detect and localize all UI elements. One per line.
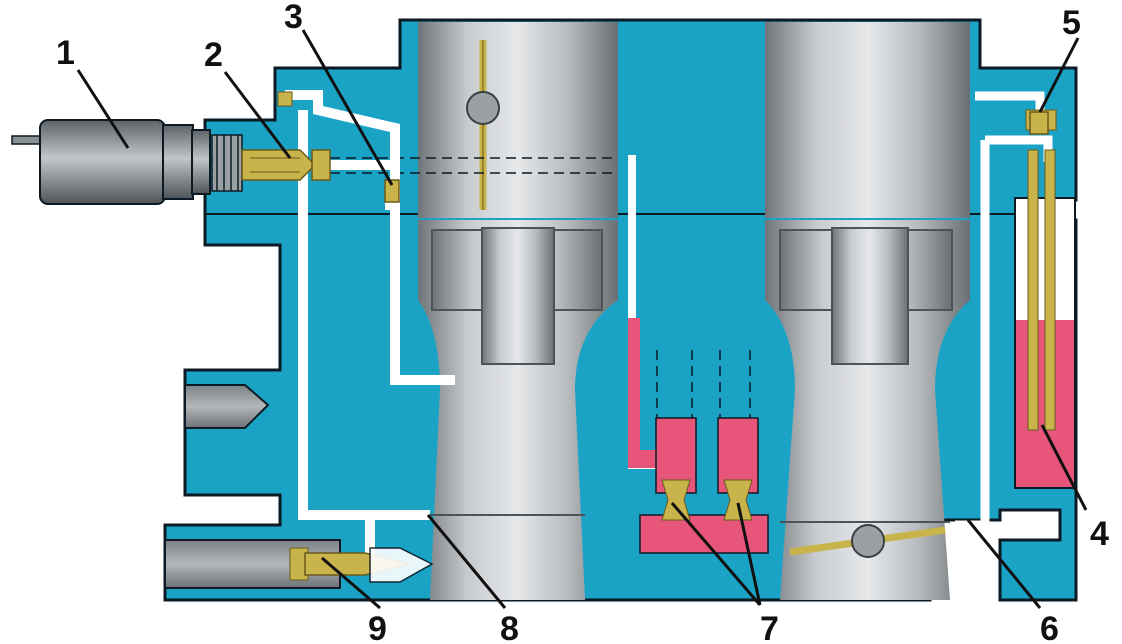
secondary-air-jet (1029, 111, 1049, 135)
callout-6: 6 (1040, 610, 1059, 644)
leader-lines (76, 29, 1088, 610)
callout-9: 9 (368, 610, 387, 644)
idle-fuel-jet (241, 91, 331, 181)
callout-3: 3 (284, 0, 303, 36)
float-chamber (1014, 109, 1076, 489)
secondary-barrel (765, 22, 970, 600)
air-damper (466, 40, 500, 210)
callout-7: 7 (760, 610, 779, 644)
idle-mixture-screw (164, 539, 434, 589)
callout-8: 8 (500, 610, 519, 644)
solenoid-valve (11, 119, 243, 205)
callout-4: 4 (1090, 515, 1109, 553)
callout-1: 1 (56, 34, 75, 72)
idle-air-jet (384, 179, 400, 203)
primary-barrel (418, 22, 618, 600)
callout-5: 5 (1062, 4, 1081, 42)
dashed-passages (330, 157, 751, 420)
adjusting-boss (184, 384, 270, 429)
secondary-throttle-plate (789, 524, 946, 558)
callout-2: 2 (204, 36, 223, 74)
